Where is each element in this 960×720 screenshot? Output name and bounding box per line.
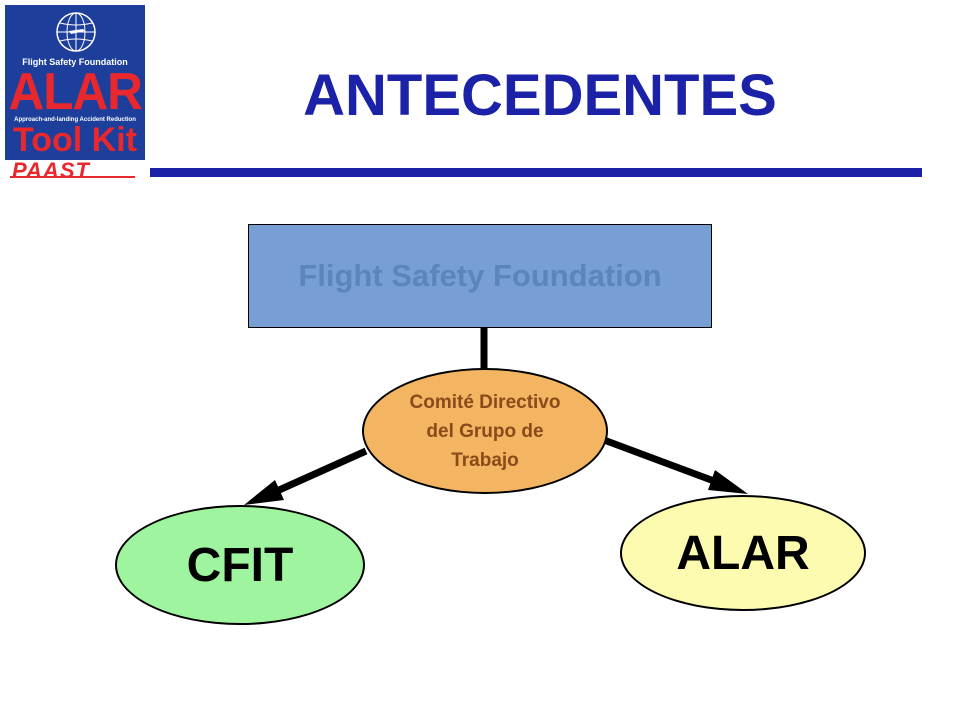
logo-toolkit-text: Tool Kit: [13, 121, 137, 159]
comite-directivo-label: Comité Directivo del Grupo de Trabajo: [375, 388, 595, 475]
alar-toolkit-logo: Flight Safety Foundation ALAR Approach-a…: [5, 5, 145, 160]
paast-badge: PAAST: [12, 158, 90, 183]
flight-safety-foundation-label: Flight Safety Foundation: [298, 258, 662, 293]
title-divider: [150, 168, 922, 177]
logo-subtitle: Approach-and-landing Accident Reduction: [14, 117, 136, 123]
connector-center-to-cfit: [266, 447, 368, 499]
comite-label-line-2: del Grupo de: [426, 420, 544, 442]
alar-label: ALAR: [676, 526, 810, 580]
comite-directivo-node: Comité Directivo del Grupo de Trabajo: [362, 368, 608, 494]
alar-node: ALAR: [620, 495, 866, 611]
cfit-label: CFIT: [186, 538, 294, 592]
arrowhead-alar: [708, 470, 748, 494]
connector-center-to-alar: [602, 436, 724, 488]
paast-underline: [10, 176, 135, 178]
globe-icon: [56, 12, 96, 52]
logo-main-text: ALAR: [8, 63, 143, 121]
slide-title: ANTECEDENTES: [303, 63, 777, 128]
comite-label-line-3: Trabajo: [451, 449, 519, 471]
logo-org-name: Flight Safety Foundation: [22, 57, 128, 67]
arrowhead-cfit: [244, 480, 284, 505]
comite-label-line-1: Comité Directivo: [409, 391, 561, 413]
flight-safety-foundation-box: Flight Safety Foundation: [248, 224, 712, 328]
cfit-node: CFIT: [115, 505, 365, 625]
